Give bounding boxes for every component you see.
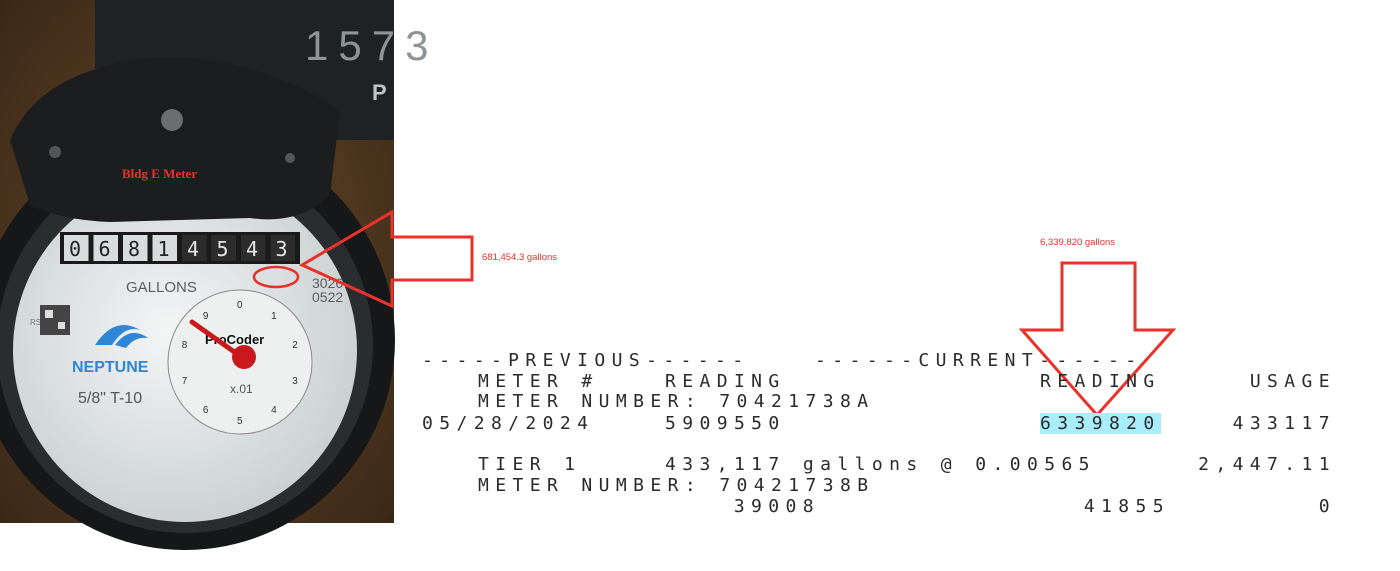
model-label: 5/8" T-10: [78, 390, 142, 407]
dial-hub-icon: [232, 345, 256, 369]
meter-a-date: 05/28/2024: [422, 413, 595, 434]
meter-gallons-note: 681,454.3 gallons: [482, 252, 558, 263]
odometer-digit: 8: [128, 237, 140, 261]
meter-b-usage: 0: [1318, 496, 1336, 517]
odometer-wheel: [152, 235, 177, 261]
col-prev-reading-header: READING: [665, 371, 786, 392]
dial-number: 7: [182, 376, 188, 387]
flow-indicator-circle: [252, 265, 300, 289]
lid-hole-right-icon: [285, 153, 295, 163]
brand-name: NEPTUNE: [72, 359, 149, 376]
neptune-logo-icon: [95, 325, 140, 345]
tier-amount: 2,447.11: [1198, 454, 1336, 475]
odometer-wheel: [211, 235, 236, 261]
tier-label: TIER 1: [478, 454, 582, 475]
odometer-digit: 1: [158, 237, 170, 261]
dial-number: 6: [203, 405, 209, 416]
meter-a-prev-reading: 5909550: [665, 413, 786, 434]
odometer-digit: 0: [69, 237, 81, 261]
meter-a-usage: 433117: [1232, 413, 1336, 434]
current-gallons-note: 6,339,820 gallons: [1040, 237, 1116, 248]
small-code: RS: [30, 318, 41, 327]
dial-number: 8: [182, 340, 188, 351]
lid-bolt-icon: [161, 109, 183, 131]
dial-number: 1: [271, 311, 277, 322]
meter-lid: [10, 57, 340, 222]
odometer-wheel: [241, 235, 266, 261]
odometer-digit: 6: [99, 237, 111, 261]
current-section-header: ------CURRENT------: [815, 350, 1143, 371]
col-meter-header: METER #: [478, 371, 599, 392]
tier-gallons: 433,117 gallons @ 0.00565: [665, 454, 1096, 475]
lid-hole-left-icon: [49, 146, 61, 158]
qr-code-icon: [40, 305, 70, 335]
housing-letter: P: [372, 80, 387, 105]
meter-a-label: METER NUMBER: 70421738A: [478, 391, 875, 412]
odometer-digit: 4: [187, 237, 199, 261]
dial-number: 3: [292, 376, 298, 387]
gallons-label: GALLONS: [126, 279, 197, 296]
housing-number: 1573: [305, 22, 438, 69]
dial-number: 5: [237, 416, 243, 427]
dial-needle-icon: [189, 319, 243, 359]
qr-code-mark: [45, 310, 53, 318]
dial-number: 9: [203, 311, 209, 322]
neptune-logo-icon: [115, 332, 148, 348]
dial-multiplier: x.01: [230, 382, 253, 396]
odometer-wheel: [182, 235, 207, 261]
meter-b-prev-reading: 39008: [733, 496, 820, 517]
dial-numbers: 0 1 2 3 4 5 6 7 8 9: [182, 300, 298, 427]
dial-number: 4: [271, 405, 277, 416]
previous-section-header: -----PREVIOUS------: [422, 350, 750, 371]
dial-number: 2: [292, 340, 298, 351]
cover-label: Bldg E Meter: [122, 166, 197, 181]
col-usage-header: USAGE: [1249, 371, 1336, 392]
odometer-wheel: [123, 235, 148, 261]
odometer-digit: 5: [217, 237, 229, 261]
meter-a-cur-reading-wrap: 6339820: [1040, 413, 1161, 434]
odometer-digit: 3: [276, 237, 288, 261]
meter-b-label: METER NUMBER: 70421738B: [478, 475, 875, 496]
side-code-2: 0522: [312, 289, 343, 305]
col-cur-reading-header: READING: [1040, 371, 1161, 392]
qr-code-mark: [58, 322, 65, 329]
meter-a-cur-reading: 6339820: [1040, 413, 1161, 434]
down-arrow-icon: [1018, 261, 1177, 418]
odometer-digit: 4: [246, 237, 258, 261]
meter-b-cur-reading: 41855: [1083, 496, 1170, 517]
odometer-wheel: [93, 235, 118, 261]
odometer-wheel: [270, 235, 295, 261]
odometer-wheel: [64, 235, 89, 261]
dial-number: 0: [237, 300, 243, 311]
